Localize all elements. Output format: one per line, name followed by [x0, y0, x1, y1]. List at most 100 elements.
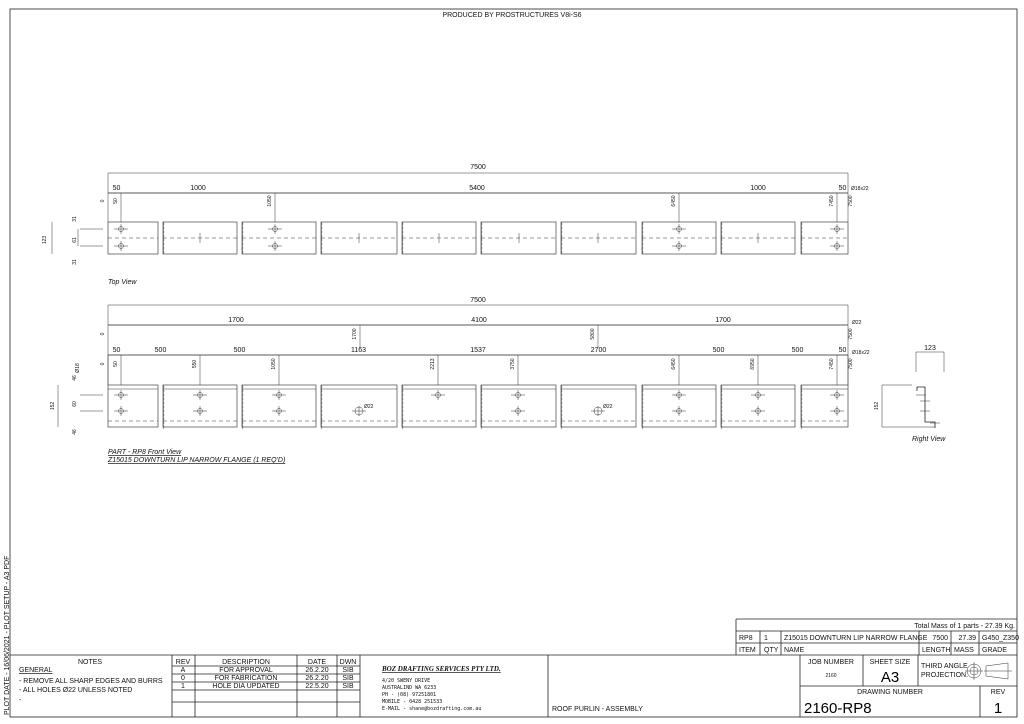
job-number: 2160	[825, 673, 836, 679]
part-item: RP8	[739, 635, 753, 642]
overall-dimension: 7500	[470, 297, 486, 304]
front-view-label: PART - RP8 Front View	[108, 449, 182, 456]
ordinate-label: 7500	[848, 358, 854, 369]
drawing-title: ROOF PURLIN - ASSEMBLY	[552, 706, 643, 713]
dimension-label: 50	[839, 185, 847, 192]
break-line	[560, 221, 563, 255]
rev-header: REV	[176, 659, 191, 666]
company-detail: PH - (08) 97251801	[382, 692, 436, 698]
dimension-label: 50	[113, 185, 121, 192]
ordinate-label: 550	[192, 360, 198, 369]
hole-icon	[193, 390, 207, 400]
hole-icon	[830, 406, 844, 416]
height-dimension: 152	[874, 402, 880, 411]
revision-cell: 26.2.20	[305, 667, 328, 674]
company-detail: MOBILE - 0428 251533	[382, 699, 442, 705]
break-line	[401, 384, 404, 430]
produced-by: PRODUCED BY PROSTRUCTURES V8i-S6	[442, 12, 581, 19]
break-line	[320, 384, 323, 430]
revision-cell: HOLE DIA UPDATED	[212, 683, 279, 690]
overall-dimension: 7500	[470, 164, 486, 171]
company-name: BOZ DRAFTING SERVICES PTY LTD.	[381, 665, 501, 673]
dimension-label: 50	[113, 347, 121, 354]
hole-icon	[830, 390, 844, 400]
hole-icon	[272, 406, 286, 416]
title-block: Total Mass of 1 parts - 27.39 Kg. RP8 1 …	[10, 618, 1019, 717]
hole-icon	[268, 241, 282, 251]
ordinate-label: 1050	[271, 358, 277, 369]
revision-cell: 0	[181, 675, 185, 682]
ordinate-label: 3750	[510, 358, 516, 369]
dimension-label: 4100	[471, 317, 487, 324]
purlin-segment	[107, 384, 159, 428]
dimension-label: 50	[839, 347, 847, 354]
hole-icon	[511, 390, 525, 400]
sheet-size: A3	[881, 669, 899, 686]
dimension-label: 1700	[228, 317, 244, 324]
part-description: Z15015 DOWNTURN LIP NARROW FLANGE (1 REQ…	[107, 457, 285, 464]
dimension-label: 500	[155, 347, 167, 354]
rev-value: 1	[994, 700, 1002, 717]
hole-size-label: Ø22	[603, 404, 613, 410]
ordinate-label: 0	[100, 332, 106, 335]
break-line	[241, 384, 244, 430]
hole-icon	[591, 406, 605, 416]
part-length: 7500	[932, 635, 948, 642]
header-name: NAME	[784, 647, 805, 654]
ordinate-label: 7500	[848, 195, 854, 206]
revision-cell: 22.5.20	[305, 683, 328, 690]
break-line	[560, 384, 563, 430]
revision-cell: 1	[181, 683, 185, 690]
hole-note: Ø18	[75, 363, 81, 373]
right-view-label: Right View	[912, 436, 946, 443]
purlin-segment	[800, 384, 849, 428]
ordinate-label: 5800	[590, 328, 596, 339]
revision-cell: SIB	[342, 683, 354, 690]
hole-icon	[751, 406, 765, 416]
break-line	[162, 221, 165, 255]
dimension-label: 500	[234, 347, 246, 354]
hole-icon	[114, 406, 128, 416]
hole-icon	[672, 224, 686, 234]
z-section-profile	[916, 386, 936, 428]
break-line	[641, 384, 644, 430]
revision-cell: FOR APPROVAL	[219, 667, 273, 674]
ordinate-label: 2213	[430, 358, 436, 369]
top-view-label: Top View	[108, 279, 137, 286]
header-item: ITEM	[739, 647, 756, 654]
hole-icon	[751, 390, 765, 400]
side-dimension: 60	[72, 401, 78, 407]
ordinate-label: 7450	[829, 358, 835, 369]
ordinate-label: 50	[113, 198, 119, 204]
header-length: LENGTH	[922, 647, 950, 654]
break-line	[800, 221, 803, 255]
side-dimension: 46	[72, 429, 78, 435]
ordinate-label: 1050	[267, 195, 273, 206]
hole-icon	[352, 406, 366, 416]
hole-icon	[672, 406, 686, 416]
width-dimension: 123	[924, 345, 936, 352]
hole-icon	[431, 390, 445, 400]
ordinate-label: 50	[113, 361, 119, 367]
company-detail: E-MAIL - shane@bozdrafting.com.au	[382, 706, 481, 712]
height-dimension: 152	[50, 402, 56, 411]
hole-size-label: Ø22	[364, 404, 374, 410]
notes-heading: GENERAL	[19, 667, 53, 674]
side-dimension: 31	[72, 259, 78, 265]
hole-icon	[114, 224, 128, 234]
hole-icon	[672, 390, 686, 400]
hole-icon	[830, 241, 844, 251]
sheet-border	[9, 8, 1018, 718]
break-line	[480, 384, 483, 430]
note-item: - REMOVE ALL SHARP EDGES AND BURRS	[19, 678, 163, 685]
hole-note: Ø18x22	[852, 350, 870, 356]
dwn-header: DWN	[340, 659, 357, 666]
break-line	[162, 384, 165, 430]
part-grade: G450_Z350	[982, 635, 1019, 642]
dimension-label: 500	[792, 347, 804, 354]
rev-label: REV	[991, 689, 1006, 696]
revision-cell: FOR FABRICATION	[215, 675, 278, 682]
height-dimension: 123	[42, 236, 48, 245]
